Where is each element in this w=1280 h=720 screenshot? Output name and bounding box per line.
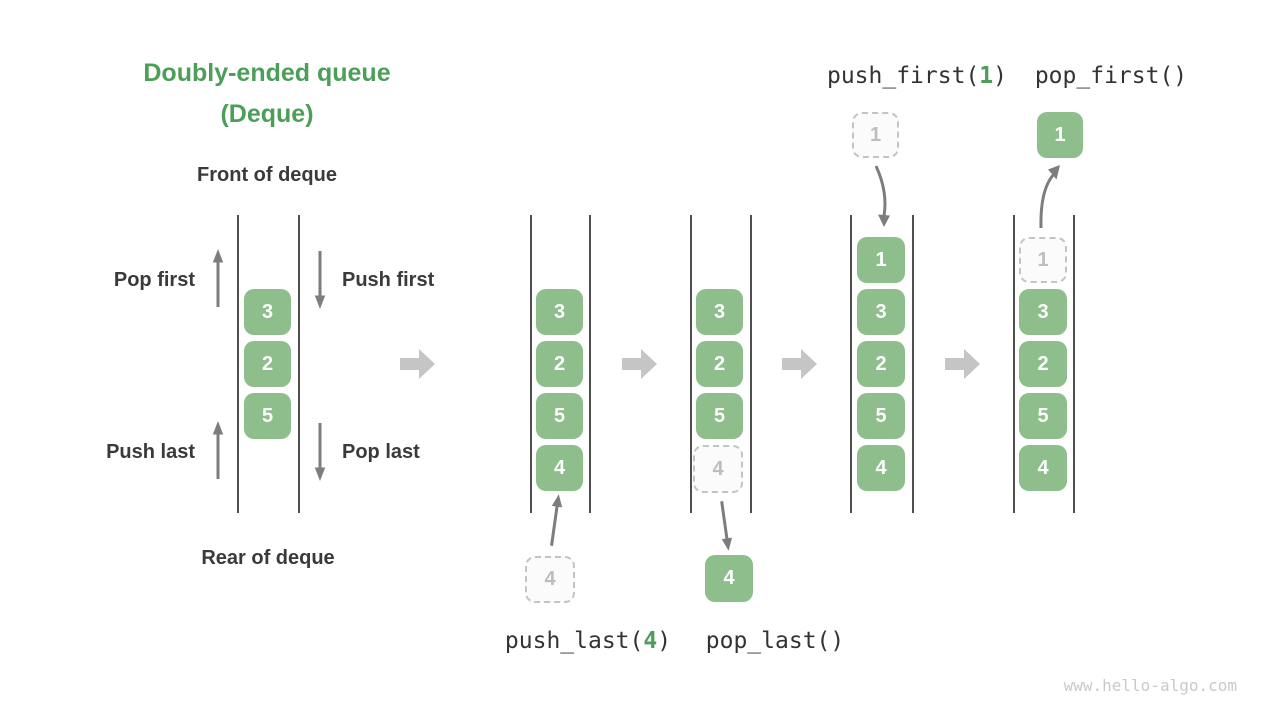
push-last-call-label: push_last(4) xyxy=(505,628,671,654)
pop-last-label: Pop last xyxy=(342,441,420,463)
deque-cell: 3 xyxy=(857,289,905,335)
diagram-title-line1: Doubly-ended queue xyxy=(143,59,391,87)
rear-of-deque-label: Rear of deque xyxy=(201,547,335,569)
deque-rail xyxy=(298,215,300,513)
watermark: www.hello-algo.com xyxy=(1063,676,1237,695)
deque-cell: 4 xyxy=(536,445,583,491)
deque-cell: 2 xyxy=(857,341,905,387)
pop-last-call-label: pop_last() xyxy=(705,628,845,654)
deque-rail xyxy=(750,215,752,513)
deque-cell: 2 xyxy=(244,341,291,387)
step-arrow-icon xyxy=(622,348,658,380)
deque-cell: 5 xyxy=(696,393,743,439)
diagram-title-line2: (Deque) xyxy=(220,100,314,128)
ghost-cell-removed-slot: 1 xyxy=(1019,237,1067,283)
deque-cell: 2 xyxy=(1019,341,1067,387)
deque-rail xyxy=(850,215,852,513)
popped-cell: 4 xyxy=(705,555,753,602)
pop-first-label: Pop first xyxy=(113,269,195,291)
pop-first-up-arrow-icon xyxy=(212,249,224,309)
push-first-down-arrow-icon xyxy=(314,249,326,309)
deque-cell: 3 xyxy=(244,289,291,335)
pop-first-out-arrow-icon xyxy=(1034,162,1064,230)
deque-rail xyxy=(237,215,239,513)
deque-cell: 4 xyxy=(857,445,905,491)
step-arrow-icon xyxy=(945,348,981,380)
deque-rail xyxy=(589,215,591,513)
deque-cell: 5 xyxy=(1019,393,1067,439)
step-arrow-icon xyxy=(782,348,818,380)
deque-cell: 5 xyxy=(857,393,905,439)
deque-rail xyxy=(1073,215,1075,513)
ghost-cell-removed-slot: 4 xyxy=(693,445,743,493)
front-of-deque-label: Front of deque xyxy=(197,164,337,186)
deque-cell: 2 xyxy=(536,341,583,387)
push-first-call-text: push_first( xyxy=(826,63,980,89)
push-last-close-paren: ) xyxy=(657,628,672,654)
deque-cell: 3 xyxy=(1019,289,1067,335)
push-first-label: Push first xyxy=(342,269,435,291)
push-first-in-arrow-icon xyxy=(871,164,893,228)
push-last-in-arrow-icon xyxy=(544,493,565,548)
deque-cell: 1 xyxy=(857,237,905,283)
push-first-call-label: push_first(1) xyxy=(827,63,1007,89)
deque-rail xyxy=(690,215,692,513)
push-first-arg: 1 xyxy=(979,63,994,89)
push-last-label: Push last xyxy=(106,441,195,463)
deque-cell: 5 xyxy=(244,393,291,439)
deque-rail xyxy=(1013,215,1015,513)
deque-cell: 4 xyxy=(1019,445,1067,491)
pop-first-call-label: pop_first() xyxy=(1034,63,1188,89)
deque-rail xyxy=(912,215,914,513)
pop-last-out-arrow-icon xyxy=(714,498,735,551)
popped-cell: 1 xyxy=(1037,112,1083,158)
push-first-close-paren: ) xyxy=(993,63,1008,89)
deque-cell: 3 xyxy=(536,289,583,335)
step-arrow-icon xyxy=(400,348,436,380)
ghost-cell-incoming: 1 xyxy=(852,112,899,158)
ghost-cell-incoming: 4 xyxy=(525,556,575,603)
pop-last-down-arrow-icon xyxy=(314,421,326,481)
deque-cell: 5 xyxy=(536,393,583,439)
push-last-call-text: push_last( xyxy=(504,628,644,654)
deque-cell: 3 xyxy=(696,289,743,335)
deque-rail xyxy=(530,215,532,513)
deque-cell: 2 xyxy=(696,341,743,387)
push-last-arg: 4 xyxy=(643,628,658,654)
push-last-up-arrow-icon xyxy=(212,421,224,481)
